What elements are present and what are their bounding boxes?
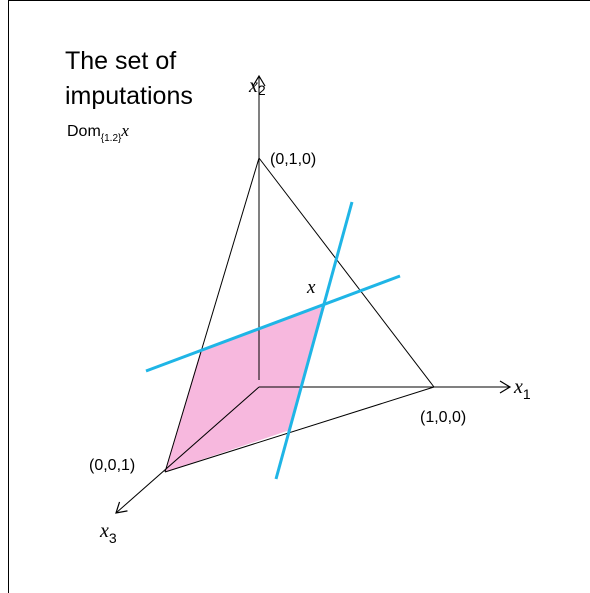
dominance-line-2 [274, 201, 354, 480]
title-line-2: imputations [65, 82, 193, 110]
x3-axis [115, 386, 260, 514]
triangle-edge-bottom [164, 386, 435, 473]
dominance-label-subscript: {1.2} [101, 133, 122, 144]
x3-axis-label: x3 [99, 520, 117, 546]
x1-index: 1 [523, 386, 531, 402]
x2-axis-label: x2 [248, 75, 266, 98]
vertex-label-top: (0,1,0) [270, 151, 316, 168]
dominance-label-prefix: Dom [67, 123, 101, 140]
vertex-label-left: (0,0,1) [89, 457, 135, 474]
dominance-label: Dom{1.2}x [67, 121, 129, 144]
vertex-label-right: (1,0,0) [420, 409, 466, 426]
triangle-edge-right [258, 157, 435, 388]
triangle-edge-left [164, 157, 260, 473]
x1-symbol: x [513, 376, 523, 398]
dominance-line-1 [145, 274, 401, 373]
x1-axis-label: x1 [513, 376, 531, 402]
title-line-1: The set of [65, 47, 176, 75]
dominated-region [165, 306, 325, 472]
x2-symbol: x [248, 75, 258, 97]
x2-index: 2 [258, 82, 266, 98]
x3-symbol: x [99, 520, 109, 542]
x3-index: 3 [109, 530, 117, 546]
dominance-label-variable: x [120, 121, 129, 140]
point-x-label: x [306, 277, 316, 298]
